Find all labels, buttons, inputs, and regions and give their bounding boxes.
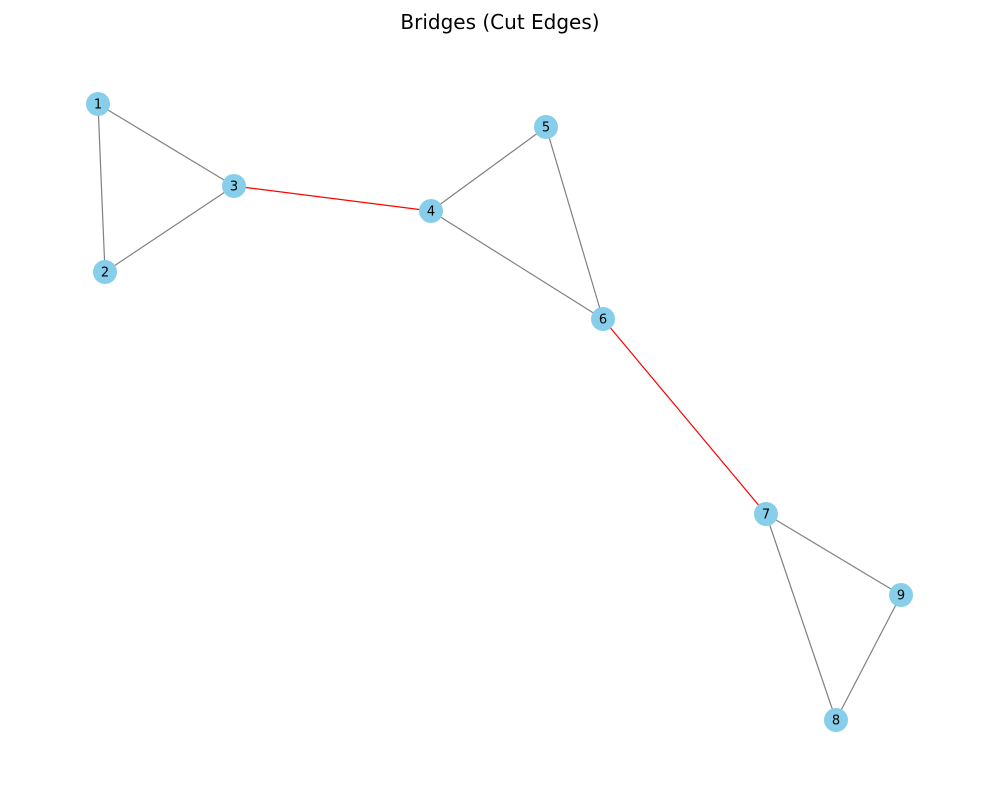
node-circle-2 xyxy=(93,260,117,284)
bridge-edge-6-7 xyxy=(602,318,767,515)
node-7: 7 xyxy=(754,502,778,526)
node-label-1: 1 xyxy=(94,98,102,113)
node-6: 6 xyxy=(591,307,615,331)
node-label-6: 6 xyxy=(599,313,607,328)
node-8: 8 xyxy=(824,708,848,732)
node-circle-1 xyxy=(86,92,110,116)
edge-8-9 xyxy=(835,594,902,721)
node-circle-9 xyxy=(889,583,913,607)
node-circle-6 xyxy=(591,307,615,331)
bridge-edge-3-4 xyxy=(233,185,432,212)
edge-7-8 xyxy=(765,513,837,721)
node-4: 4 xyxy=(419,199,443,223)
node-1: 1 xyxy=(86,92,110,116)
node-label-8: 8 xyxy=(832,714,840,729)
edge-7-9 xyxy=(765,513,902,596)
node-circle-8 xyxy=(824,708,848,732)
node-circle-7 xyxy=(754,502,778,526)
node-label-4: 4 xyxy=(427,205,435,220)
node-label-3: 3 xyxy=(230,180,238,195)
node-9: 9 xyxy=(889,583,913,607)
node-label-9: 9 xyxy=(897,589,905,604)
node-label-2: 2 xyxy=(101,266,109,281)
diagram-title: Bridges (Cut Edges) xyxy=(400,10,600,34)
edge-4-5 xyxy=(430,126,547,212)
node-3: 3 xyxy=(222,174,246,198)
node-circle-3 xyxy=(222,174,246,198)
node-circle-4 xyxy=(419,199,443,223)
node-label-5: 5 xyxy=(542,121,550,136)
edge-1-3 xyxy=(97,103,235,187)
node-circle-5 xyxy=(534,115,558,139)
edge-5-6 xyxy=(545,126,604,320)
edge-4-6 xyxy=(430,210,604,320)
node-label-7: 7 xyxy=(762,508,770,523)
edges-layer xyxy=(97,103,902,721)
node-2: 2 xyxy=(93,260,117,284)
edge-2-3 xyxy=(104,185,235,273)
nodes-layer: 1 2 3 4 5 6 7 8 9 xyxy=(86,92,913,732)
node-5: 5 xyxy=(534,115,558,139)
edge-1-2 xyxy=(97,103,106,273)
